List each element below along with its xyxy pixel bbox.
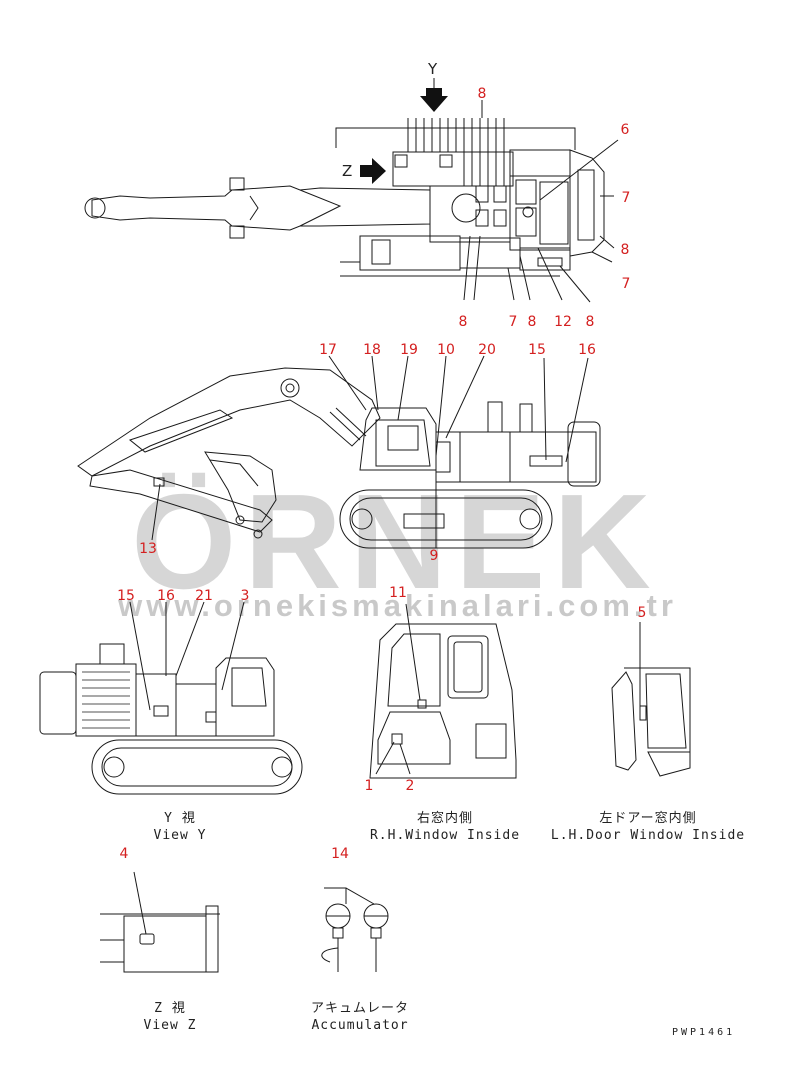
caption-rh-window-jp: 右窓内側 [416, 811, 473, 826]
callout-top-7: 7 [509, 314, 518, 330]
callout-side-9: 9 [430, 548, 439, 564]
callout-rh-1: 1 [365, 778, 374, 794]
lh-door-window-inside [611, 622, 691, 777]
callout-top-7: 7 [622, 276, 631, 292]
view-z-detail [100, 871, 220, 973]
callout-side-20: 20 [478, 342, 496, 358]
caption-lh-door-window: 左ドアー窓内側 L.H.Door Window Inside [548, 810, 748, 844]
callout-top-8: 8 [621, 242, 630, 258]
side-view-excavator [77, 355, 601, 549]
caption-view-y-en: View Y [153, 828, 207, 843]
callout-side-13: 13 [139, 541, 157, 557]
callout-top-8: 8 [528, 314, 537, 330]
accumulator-detail [321, 887, 389, 972]
callout-side-16: 16 [578, 342, 596, 358]
caption-rh-window: 右窓内側 R.H.Window Inside [360, 810, 530, 844]
caption-lh-door-window-en: L.H.Door Window Inside [550, 828, 746, 843]
callout-viewy-21: 21 [195, 588, 213, 604]
callout-rh-11: 11 [389, 585, 407, 601]
caption-view-z-jp: Z 視 [154, 1001, 186, 1016]
caption-accumulator: アキュムレータ Accumulator [300, 1000, 420, 1034]
watermark-url: www.ornekismakinalari.com.tr [118, 588, 677, 623]
caption-view-z: Z 視 View Z [130, 1000, 210, 1034]
callout-side-10: 10 [437, 342, 455, 358]
part-code: PWP1461 [672, 1027, 736, 1038]
callout-side-15: 15 [528, 342, 546, 358]
callout-lh-5: 5 [638, 605, 647, 621]
caption-rh-window-en: R.H.Window Inside [369, 828, 521, 843]
arrow-label-z: Z [342, 162, 352, 180]
callout-side-19: 19 [400, 342, 418, 358]
caption-accumulator-jp: アキュムレータ [310, 1001, 409, 1016]
callout-top-8: 8 [459, 314, 468, 330]
callout-viewy-3: 3 [241, 588, 250, 604]
callout-rh-2: 2 [406, 778, 415, 794]
arrow-z-icon [360, 158, 386, 184]
caption-lh-door-window-jp: 左ドアー窓内側 [599, 811, 697, 826]
arrow-label-y: Y [427, 60, 438, 78]
caption-view-y: Y 視 View Y [140, 810, 220, 844]
callout-top-7: 7 [622, 190, 631, 206]
callout-side-17: 17 [319, 342, 337, 358]
rh-window-inside [369, 603, 517, 779]
view-y-excavator [39, 601, 303, 795]
callout-top-12: 12 [554, 314, 572, 330]
caption-view-z-en: View Z [143, 1018, 197, 1033]
callout-top-6: 6 [621, 122, 630, 138]
callout-acc-14: 14 [331, 846, 349, 862]
caption-view-y-jp: Y 視 [164, 811, 196, 826]
callout-top-8: 8 [478, 86, 487, 102]
arrow-y-icon [420, 88, 448, 112]
caption-accumulator-en: Accumulator [311, 1018, 409, 1033]
callout-viewy-16: 16 [157, 588, 175, 604]
callout-viewz-4: 4 [120, 846, 129, 862]
top-view-excavator: Y Z [84, 60, 619, 303]
callout-viewy-15: 15 [117, 588, 135, 604]
callout-top-8: 8 [586, 314, 595, 330]
callout-side-18: 18 [363, 342, 381, 358]
